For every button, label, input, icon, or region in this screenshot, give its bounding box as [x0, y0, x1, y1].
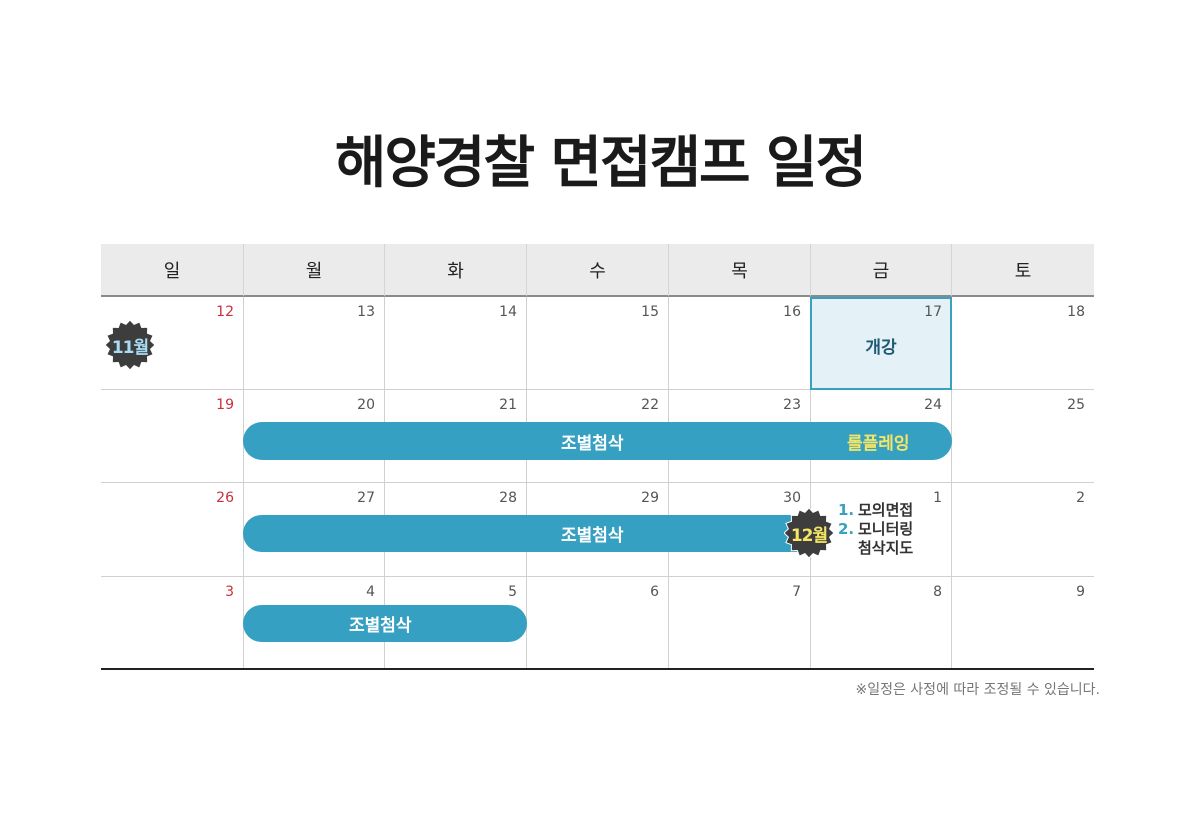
day-number: 26	[216, 490, 234, 506]
footnote: ※일정은 사정에 따라 조정될 수 있습니다.	[855, 682, 1100, 698]
day-number: 21	[499, 397, 517, 413]
day-cell: 7	[668, 577, 810, 669]
note-number: 1.	[838, 501, 855, 519]
day-cell: 26	[101, 483, 243, 577]
note-text: 모니터링	[858, 520, 914, 538]
weekday-header: 수	[526, 244, 668, 297]
day-number: 25	[1067, 397, 1085, 413]
day-number: 24	[924, 397, 942, 413]
note-item: 1.모의면접	[838, 501, 913, 520]
calendar-bottom-border	[101, 668, 1094, 670]
day-cell: 19	[101, 390, 243, 483]
day-number: 13	[357, 304, 375, 320]
day-cell: 3	[101, 577, 243, 669]
day-cell: 15	[526, 297, 668, 390]
day-number: 1	[933, 490, 942, 506]
badge-label: 12월	[790, 525, 828, 546]
day-cell: 16	[668, 297, 810, 390]
weekday-header: 월	[243, 244, 384, 297]
day-number: 28	[499, 490, 517, 506]
day-cell: 25	[951, 390, 1094, 483]
day-number: 5	[508, 584, 517, 600]
page-title: 해양경찰 면접캠프 일정	[334, 131, 867, 196]
day-cell: 13	[243, 297, 384, 390]
day-number: 8	[933, 584, 942, 600]
day-number: 3	[225, 584, 234, 600]
event-bar-week3: 조별첨삭	[243, 515, 813, 552]
badge-label: 11월	[111, 337, 149, 358]
day-cell: 2	[951, 483, 1094, 577]
day-number: 4	[366, 584, 375, 600]
day-cell: 9	[951, 577, 1094, 669]
event-bar-week2: 조별첨삭 롤플레잉	[243, 422, 952, 460]
day-cell: 8	[810, 577, 951, 669]
day-number: 9	[1076, 584, 1085, 600]
day-number: 16	[783, 304, 801, 320]
weekday-header: 토	[951, 244, 1094, 297]
day-number: 17	[924, 304, 942, 320]
day-number: 15	[641, 304, 659, 320]
highlight-cell-17: 개강	[810, 297, 952, 390]
note-text: 첨삭지도	[858, 539, 914, 557]
day-number: 2	[1076, 490, 1085, 506]
weekday-header: 목	[668, 244, 810, 297]
event-bar-week4: 조별첨삭	[243, 605, 527, 642]
day-number: 6	[650, 584, 659, 600]
weekday-header: 화	[384, 244, 526, 297]
dec1-notes: 1.모의면접 2.모니터링 첨삭지도	[838, 501, 913, 558]
day-number: 22	[641, 397, 659, 413]
day-number: 12	[216, 304, 234, 320]
weekday-header: 금	[810, 244, 951, 297]
month-badge-december: 12월	[784, 508, 834, 558]
day-cell: 14	[384, 297, 526, 390]
note-number: 2.	[838, 520, 855, 538]
day-number: 23	[783, 397, 801, 413]
seal-icon	[105, 320, 155, 370]
day-cell: 18	[951, 297, 1094, 390]
note-item: 2.모니터링	[838, 520, 913, 539]
day-number: 14	[499, 304, 517, 320]
month-badge-november: 11월	[105, 320, 155, 370]
day-number: 30	[783, 490, 801, 506]
seal-icon	[784, 508, 834, 558]
day-number: 19	[216, 397, 234, 413]
opening-label: 개강	[865, 338, 897, 358]
event-label: 조별첨삭	[561, 526, 624, 546]
note-item: 첨삭지도	[838, 539, 913, 558]
event-label: 조별첨삭	[349, 616, 412, 636]
note-text: 모의면접	[858, 501, 914, 519]
day-number: 29	[641, 490, 659, 506]
day-number: 18	[1067, 304, 1085, 320]
day-number: 20	[357, 397, 375, 413]
event-label: 조별첨삭	[561, 433, 624, 454]
weekday-header: 일	[101, 244, 243, 297]
day-cell: 6	[526, 577, 668, 669]
day-number: 27	[357, 490, 375, 506]
roleplay-label: 롤플레잉	[847, 433, 910, 454]
day-number: 7	[792, 584, 801, 600]
day-cell: 12	[101, 297, 243, 390]
